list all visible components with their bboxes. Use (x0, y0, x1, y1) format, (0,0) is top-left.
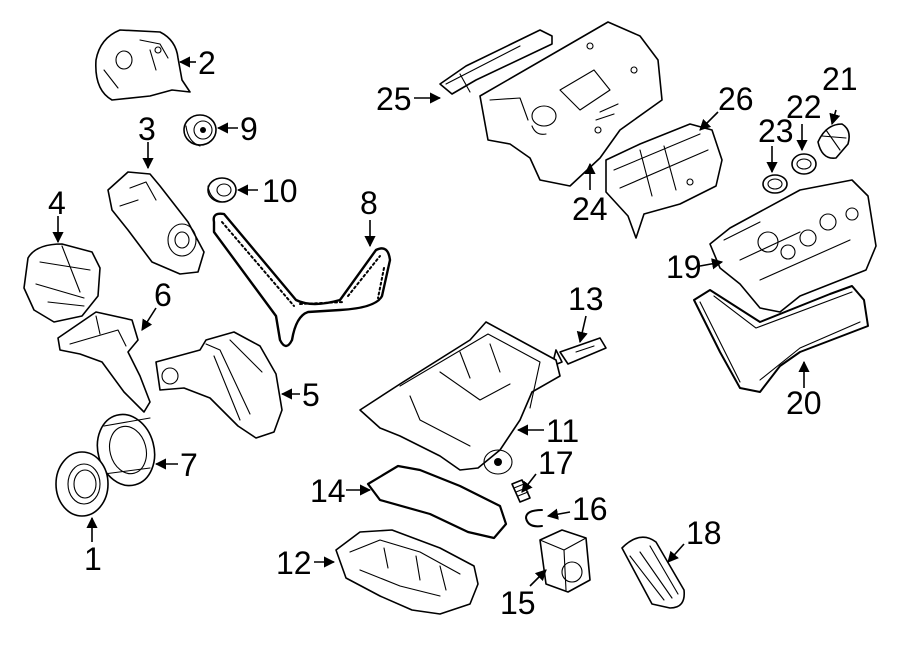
callout-11: 11 (546, 413, 579, 449)
callout-13: 13 (568, 281, 604, 317)
callout-20: 20 (786, 385, 822, 421)
callout-4: 4 (48, 185, 66, 221)
callout-14: 14 (310, 473, 346, 509)
part-12-lower-oil-pan (335, 529, 479, 615)
part-18-oil-filter (621, 536, 686, 609)
part-9-idler-pulley (183, 114, 217, 147)
callout-9: 9 (240, 111, 258, 147)
callout-18: 18 (686, 515, 722, 551)
part-8-timing-belt (212, 212, 392, 348)
callout-5: 5 (302, 377, 320, 413)
part-22-cap-seal (791, 153, 817, 175)
callout-15: 15 (500, 585, 536, 621)
callout-26: 26 (718, 81, 754, 117)
callout-6: 6 (154, 277, 172, 313)
callout-labels: 1 2 3 4 5 6 7 8 9 10 11 12 13 14 15 16 1… (48, 45, 858, 621)
part-2-upper-timing-cover (95, 29, 191, 101)
callout-2: 2 (198, 45, 216, 81)
part-14-oil-pan-gasket (366, 464, 508, 540)
part-19-valve-cover (709, 179, 877, 313)
part-16-drain-washer (525, 509, 543, 528)
callout-12: 12 (276, 545, 312, 581)
part-23-cap-ring (762, 174, 788, 194)
part-17-drain-plug (511, 479, 531, 503)
callout-8: 8 (360, 185, 378, 221)
part-21-oil-filler-cap (817, 123, 850, 159)
callout-19: 19 (666, 249, 702, 285)
part-24-engine-cover (479, 21, 663, 187)
callout-24: 24 (572, 191, 608, 227)
part-6-lower-cover-bracket (57, 311, 151, 413)
part-25-cover-bracket (439, 29, 553, 95)
callout-arrows (52, 56, 841, 587)
part-4-side-cover (23, 243, 101, 323)
part-11-upper-oil-pan (359, 321, 561, 475)
callout-22: 22 (786, 89, 822, 125)
callout-3: 3 (138, 111, 156, 147)
callout-10: 10 (262, 173, 298, 209)
callout-1: 1 (84, 541, 102, 577)
part-3-rear-timing-cover (107, 171, 205, 275)
part-5-lower-timing-cover (155, 331, 283, 439)
part-20-valve-cover-gasket (693, 285, 869, 393)
part-1-crankshaft-seal (55, 451, 109, 517)
callout-25: 25 (376, 81, 412, 117)
part-10-tensioner-roller (207, 177, 237, 203)
part-26-side-engine-cover (605, 123, 723, 239)
callout-21: 21 (822, 61, 858, 97)
callout-7: 7 (180, 447, 198, 483)
callout-16: 16 (572, 491, 608, 527)
callout-23: 23 (758, 113, 794, 149)
part-13-sealant-tube (551, 337, 607, 367)
part-15-oil-filter-housing (539, 529, 591, 593)
callout-17: 17 (538, 445, 574, 481)
part-7-crankshaft-seal-housing (96, 413, 156, 487)
